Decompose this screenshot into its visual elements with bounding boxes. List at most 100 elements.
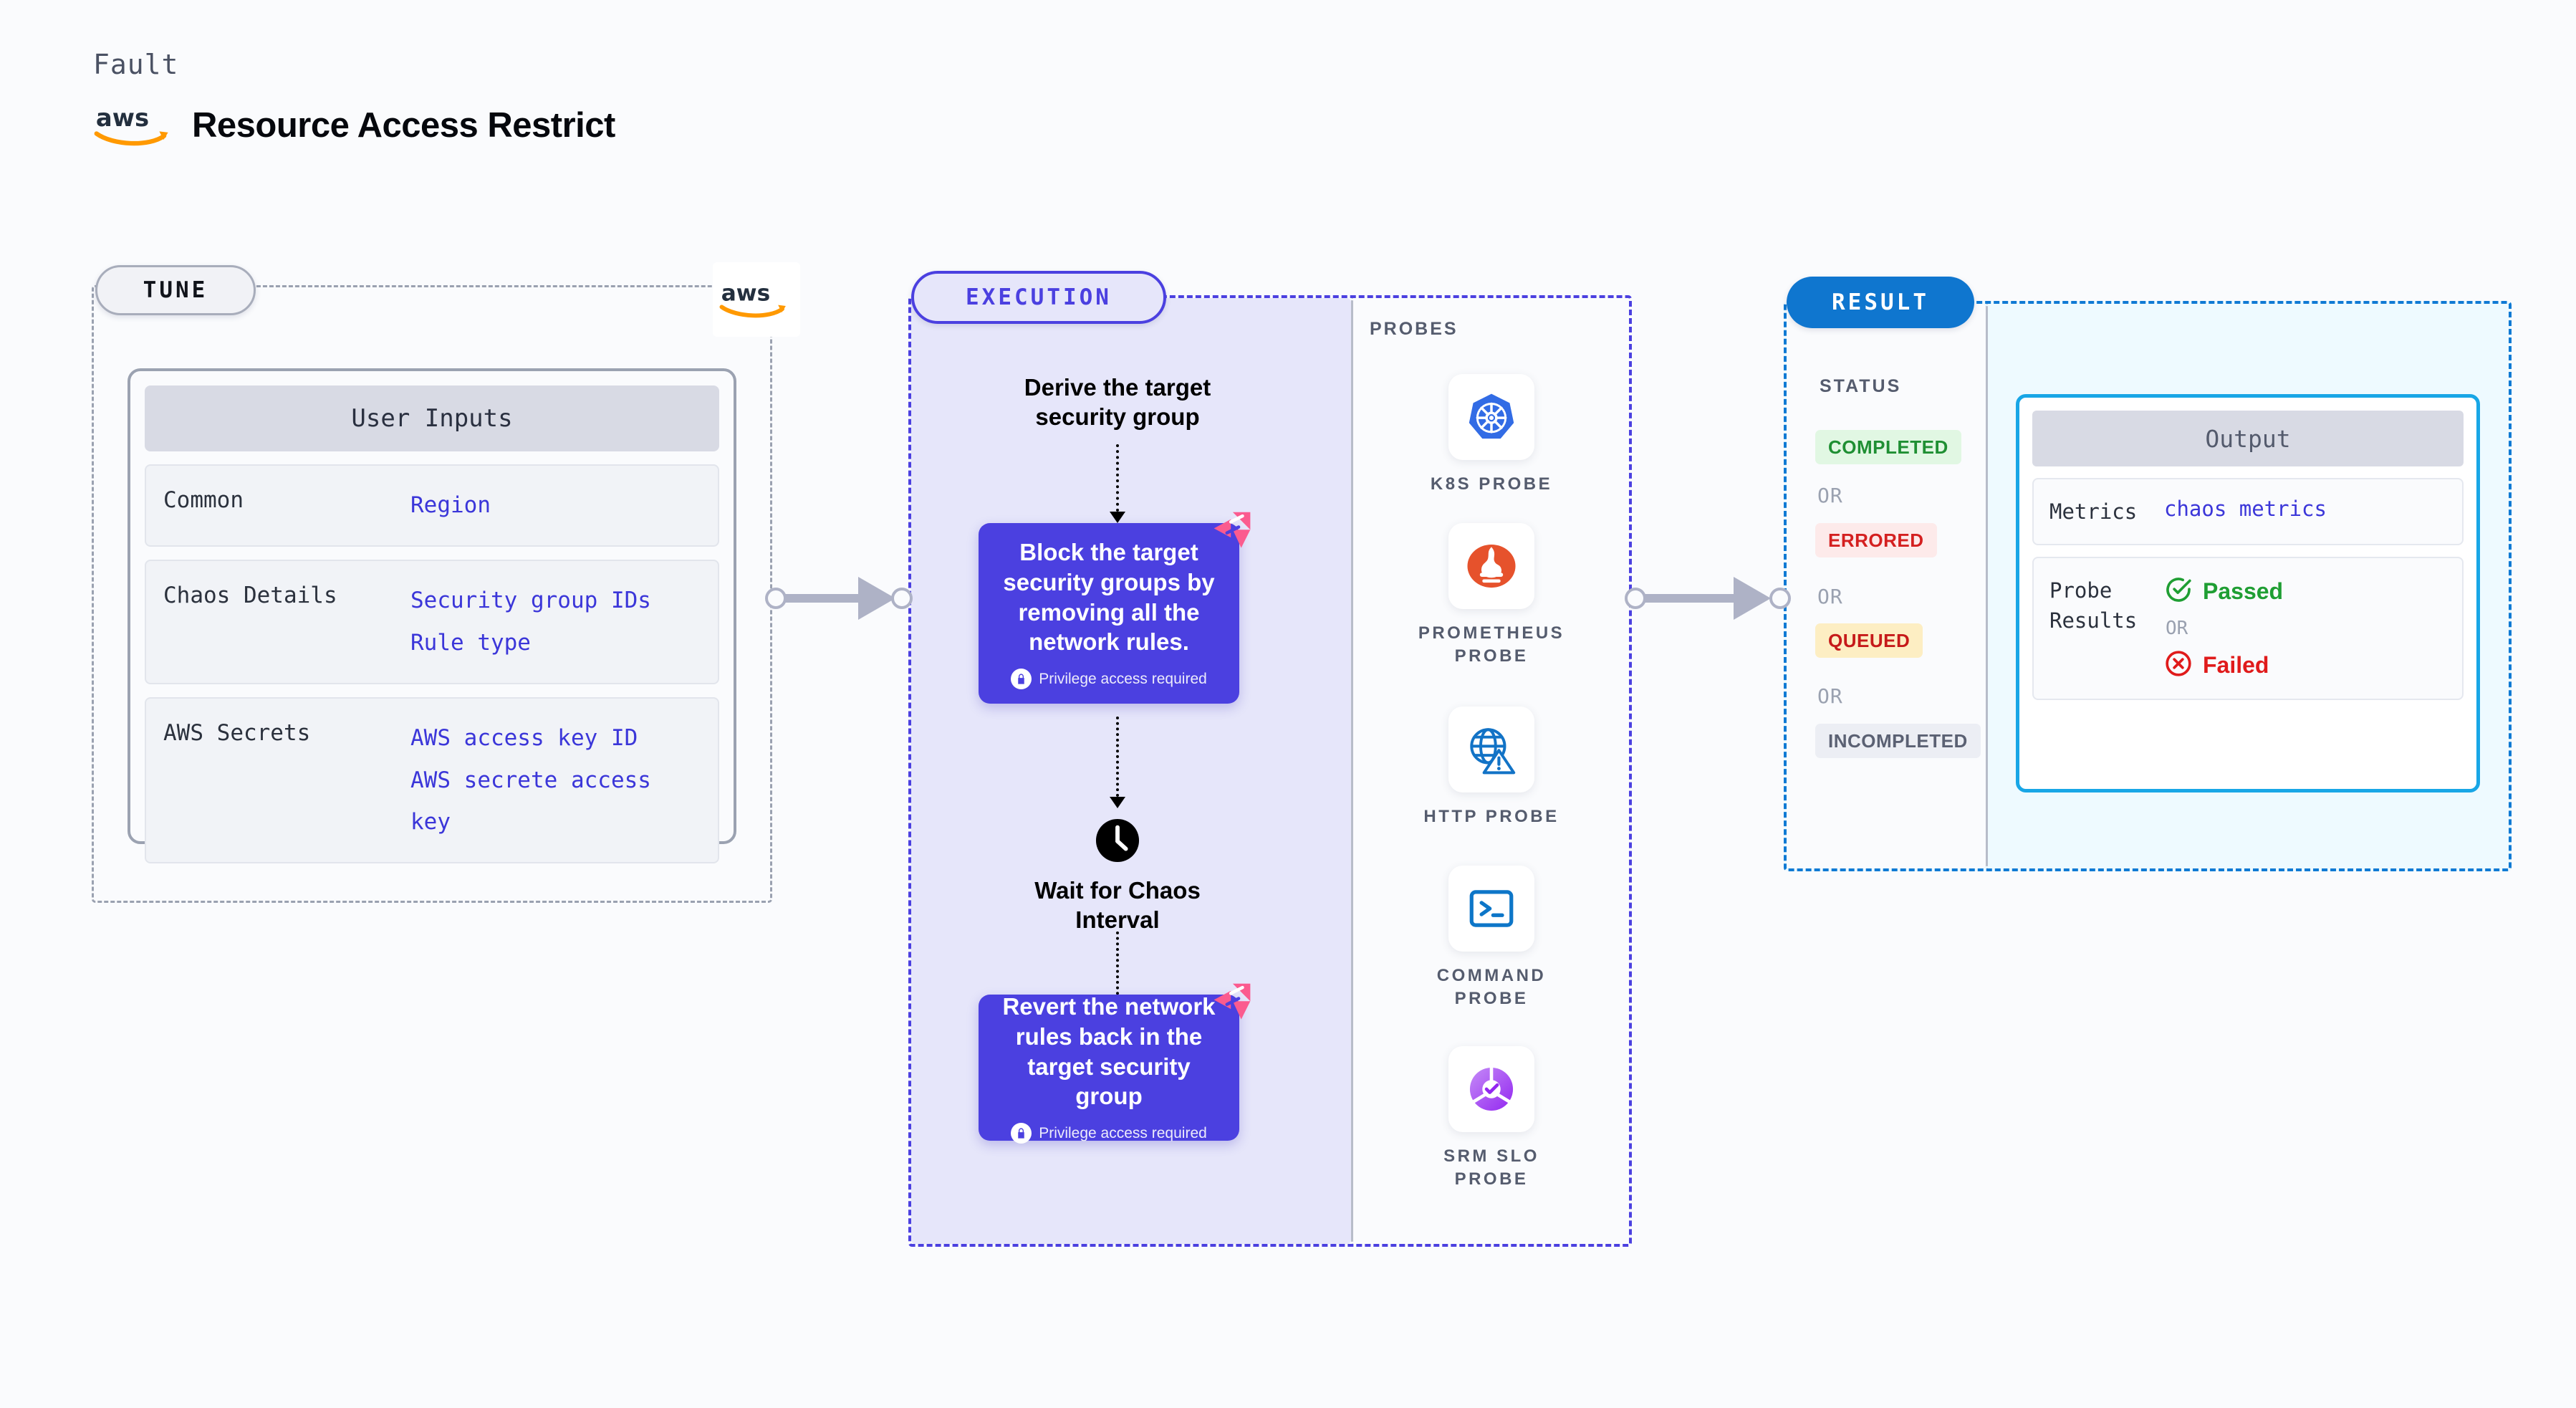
- tune-panel-pill: TUNE: [95, 265, 256, 315]
- title-row: aws Resource Access Restrict: [93, 103, 615, 148]
- status-or-label: OR: [1817, 484, 1843, 507]
- probe-label: K8S PROBE: [1430, 474, 1553, 494]
- arrow-head: [1110, 797, 1125, 808]
- http-globe-warning-icon: [1448, 707, 1534, 792]
- probe-item-srm-slo[interactable]: SRM SLO PROBE: [1409, 1046, 1574, 1192]
- row-value: AWS secrete access key: [410, 767, 651, 835]
- execution-card-text: Revert the network rules back in the tar…: [1002, 992, 1216, 1110]
- probe-label: HTTP PROBE: [1423, 807, 1559, 826]
- output-row-probe-results: Probe Results Passed OR: [2032, 557, 2464, 701]
- row-value: Rule type: [410, 629, 531, 656]
- result-status-output-divider: [1986, 304, 1988, 868]
- probe-label: PROMETHEUS PROBE: [1418, 623, 1565, 666]
- connector-execution-to-result: [1625, 573, 1795, 623]
- row-values: AWS access key ID AWS secrete access key: [410, 717, 701, 844]
- probe-item-command[interactable]: COMMAND PROBE: [1409, 866, 1574, 1011]
- arrow-stem: [1116, 444, 1119, 512]
- row-value: Region: [410, 492, 491, 518]
- probe-label: COMMAND PROBE: [1436, 966, 1547, 1009]
- probe-item-http[interactable]: HTTP PROBE: [1409, 707, 1574, 828]
- row-value: AWS access key ID: [410, 724, 638, 751]
- connector-tune-to-execution: [765, 573, 917, 623]
- row-values: Region: [410, 484, 491, 527]
- tune-aws-logo-icon: aws: [713, 262, 800, 337]
- row-key: Metrics: [2049, 499, 2138, 524]
- arrow-stem: [1116, 932, 1119, 1000]
- execution-step-wait-label: Wait for Chaos Interval: [1034, 877, 1201, 934]
- row-key: Probe Results: [2049, 578, 2138, 633]
- privilege-badge-text: Privilege access required: [1039, 1124, 1207, 1141]
- status-badge-incompleted: INCOMPLETED: [1815, 724, 1981, 758]
- status-badge-queued: QUEUED: [1815, 623, 1923, 658]
- connector-arrowhead: [858, 577, 895, 620]
- page-title: Resource Access Restrict: [192, 106, 615, 145]
- connector-end-dot: [891, 588, 913, 609]
- arrow-stem: [1116, 717, 1119, 797]
- execution-card-revert[interactable]: Revert the network rules back in the tar…: [979, 983, 1251, 1144]
- status-badge-errored: ERRORED: [1815, 523, 1937, 557]
- lock-icon: [1011, 1123, 1032, 1144]
- output-card-title: Output: [2032, 411, 2464, 466]
- user-inputs-card: User Inputs Common Region Chaos Details …: [128, 368, 736, 864]
- lock-icon: [1011, 669, 1032, 690]
- probe-result-passed-label: Passed: [2203, 578, 2284, 605]
- kubernetes-icon: [1448, 374, 1534, 460]
- flow-arrow: [1096, 717, 1139, 808]
- execution-panel-pill: EXECUTION: [911, 271, 1166, 324]
- execution-card-text: Block the target security groups by remo…: [1003, 538, 1215, 656]
- privilege-badge: Privilege access required: [1011, 669, 1207, 690]
- flow-arrow: [1096, 444, 1139, 523]
- execution-card-block[interactable]: Block the target security groups by remo…: [979, 512, 1251, 704]
- probe-result-values: Passed OR Failed: [2164, 575, 2283, 681]
- svg-text:aws: aws: [721, 280, 770, 306]
- row-key: Chaos Details: [163, 582, 337, 608]
- probe-result-passed: Passed: [2164, 575, 2283, 608]
- execution-step-derive-label: Derive the target security group: [1024, 374, 1211, 431]
- output-card: Output Metrics chaos metrics Probe Resul…: [2016, 394, 2480, 792]
- probe-label: SRM SLO PROBE: [1443, 1146, 1539, 1189]
- terminal-icon: [1448, 866, 1534, 952]
- arrow-head: [1110, 512, 1125, 523]
- connector-start-dot: [765, 588, 787, 609]
- row-value: Security group IDs: [410, 587, 651, 613]
- srm-slo-icon: [1448, 1046, 1534, 1132]
- result-panel-pill: RESULT: [1787, 277, 1974, 328]
- connector-arrowhead: [1734, 577, 1771, 620]
- status-heading: STATUS: [1820, 376, 1902, 396]
- probes-section-label: PROBES: [1370, 319, 1458, 339]
- status-or-label: OR: [1817, 585, 1843, 608]
- x-circle-icon: [2164, 649, 2193, 681]
- page-header: Fault aws Resource Access Restrict: [93, 49, 615, 148]
- aws-logo-icon: aws: [93, 103, 178, 148]
- result-status-column: [1787, 304, 1986, 868]
- clock-icon: [1095, 818, 1140, 863]
- user-inputs-row: Chaos Details Security group IDs Rule ty…: [145, 559, 719, 684]
- probe-item-prometheus[interactable]: PROMETHEUS PROBE: [1409, 523, 1574, 669]
- harness-corner-badge-icon: [1211, 510, 1253, 552]
- row-key: Common: [163, 487, 244, 513]
- connector-line: [1633, 594, 1764, 603]
- connector-start-dot: [1625, 588, 1646, 609]
- output-row-metrics: Metrics chaos metrics: [2032, 478, 2464, 546]
- harness-corner-badge-icon: [1211, 982, 1253, 1023]
- probe-result-or-label: OR: [2166, 618, 2188, 640]
- probe-item-k8s[interactable]: K8S PROBE: [1409, 374, 1574, 496]
- connector-end-dot: [1769, 588, 1791, 609]
- row-values: Security group IDs Rule type: [410, 580, 651, 664]
- probe-result-failed: Failed: [2164, 649, 2283, 681]
- status-badge-completed: COMPLETED: [1815, 430, 1961, 464]
- user-inputs-row: Common Region: [145, 464, 719, 547]
- privilege-badge: Privilege access required: [1011, 1123, 1207, 1144]
- row-key: AWS Secrets: [163, 719, 311, 746]
- row-value: chaos metrics: [2164, 497, 2327, 521]
- privilege-badge-text: Privilege access required: [1039, 670, 1207, 687]
- svg-text:aws: aws: [96, 104, 149, 132]
- execution-probes-divider: [1351, 298, 1353, 1244]
- check-circle-icon: [2164, 575, 2193, 608]
- status-or-label: OR: [1817, 684, 1843, 708]
- probe-result-failed-label: Failed: [2203, 652, 2269, 679]
- prometheus-icon: [1448, 523, 1534, 609]
- user-inputs-row: AWS Secrets AWS access key ID AWS secret…: [145, 696, 719, 864]
- user-inputs-title: User Inputs: [145, 385, 719, 451]
- fault-kind-label: Fault: [93, 49, 179, 80]
